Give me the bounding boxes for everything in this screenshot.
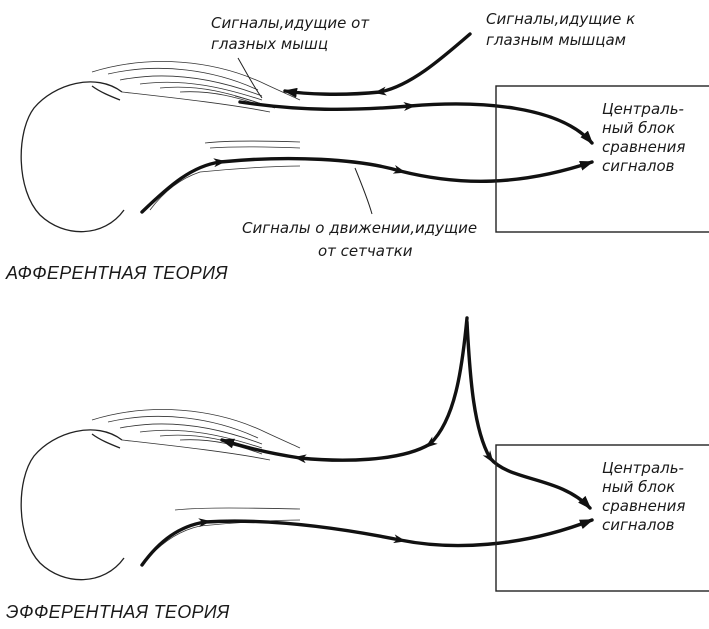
efferent-eyeball xyxy=(21,430,124,580)
afferent-from-muscles-line-2: глазных мышц xyxy=(211,35,328,53)
afferent-to-muscles-line-2: глазным мышцам xyxy=(486,31,626,49)
efferent-optic-nerve-sheath xyxy=(150,508,300,556)
efferent-box-line-3: сравнения xyxy=(602,497,685,515)
afferent-panel: Централь- ный блок сравнения сигналов Си… xyxy=(5,10,709,283)
afferent-to-muscles-line-1: Сигналы,идущие к xyxy=(486,10,635,28)
efferent-command-to-muscles-arrow xyxy=(222,318,467,460)
afferent-retina-label-pointer xyxy=(355,168,372,214)
efferent-signal-from-retina-arrow xyxy=(142,520,592,565)
afferent-box-line-1: Централь- xyxy=(602,100,684,118)
afferent-from-retina-line-1: Сигналы о движении,идущие xyxy=(242,219,477,237)
efferent-copy-to-block-arrow xyxy=(467,322,590,508)
afferent-theory-title: АФФЕРЕНТНАЯ ТЕОРИЯ xyxy=(5,263,228,283)
efferent-panel: Централь- ный блок сравнения сигналов ЭФ… xyxy=(6,318,709,622)
efferent-theory-title: ЭФФЕРЕНТНАЯ ТЕОРИЯ xyxy=(6,602,230,622)
afferent-from-retina-line-2: от сетчатки xyxy=(318,242,413,260)
afferent-eyeball xyxy=(21,82,124,232)
afferent-optic-nerve-sheath xyxy=(150,141,300,210)
afferent-from-retina-label: Сигналы о движении,идущие от сетчатки xyxy=(242,219,477,260)
afferent-central-block-label: Централь- ный блок сравнения сигналов xyxy=(602,100,685,175)
afferent-to-muscles-label: Сигналы,идущие к глазным мышцам xyxy=(486,10,635,49)
afferent-box-line-3: сравнения xyxy=(602,138,685,156)
afferent-from-muscles-line-1: Сигналы,идущие от xyxy=(211,14,370,32)
afferent-signal-from-retina-arrow xyxy=(142,159,592,212)
efferent-box-line-2: ный блок xyxy=(602,478,675,496)
afferent-from-muscles-label: Сигналы,идущие от глазных мышц xyxy=(211,14,370,53)
efferent-box-line-1: Централь- xyxy=(602,459,684,477)
afferent-box-line-2: ный блок xyxy=(602,119,675,137)
efferent-central-block-label: Централь- ный блок сравнения сигналов xyxy=(602,459,685,534)
afferent-signal-from-muscles-arrow xyxy=(240,102,592,143)
afferent-box-line-4: сигналов xyxy=(602,157,675,175)
efferent-box-line-4: сигналов xyxy=(602,516,675,534)
